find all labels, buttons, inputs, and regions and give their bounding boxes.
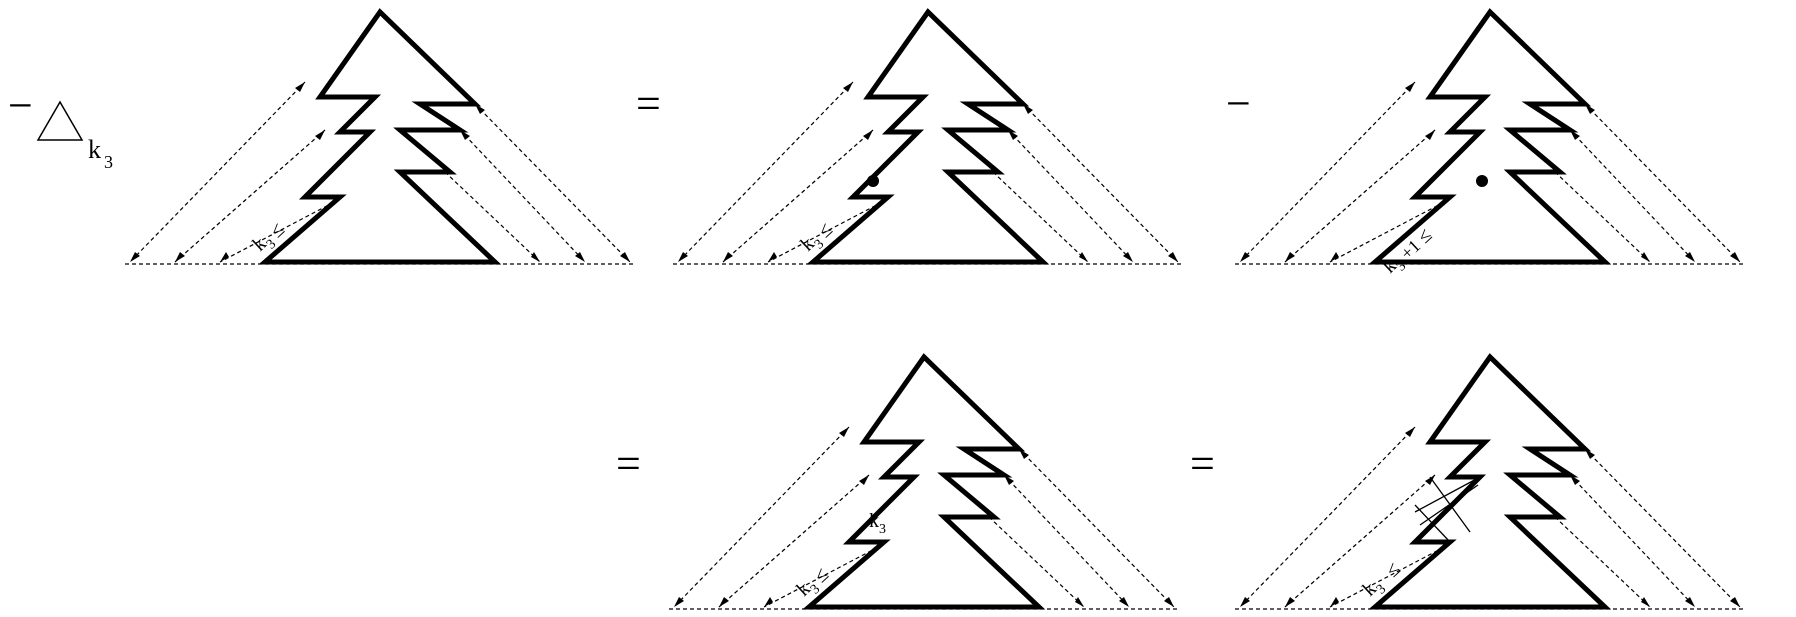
k-label: k [869,510,879,532]
tree-panel-top-right: k 3 +1 ≤ [1234,12,1746,278]
tree-panel-bottom-right: k 3 ≤ [1234,357,1746,610]
laplacian-subscript: k [88,135,101,164]
tree-panel-bottom-middle: k 3 k 3 ≤ [668,357,1180,610]
k-index: 3 [879,522,886,537]
minus-sign-1: − [1226,79,1251,128]
triangle-icon [36,100,84,141]
lhs-laplacian-operator: − k 3 [8,81,113,172]
dot-marker [867,175,879,187]
crossed-rung-marker [1414,476,1481,543]
panel1-label: k 3 ≤ [248,219,289,256]
tree-panel-top-middle: k 3 ≤ [672,12,1184,265]
equals-sign-2: = [616,439,641,488]
lhs-minus-sign: − [8,81,33,130]
panel2-label: k 3 ≤ [796,219,837,256]
panel4-label: k 3 ≤ [792,564,833,601]
equals-sign-3: = [1190,439,1215,488]
rung-k3-label: k 3 [869,510,886,537]
equals-sign-1: = [636,79,661,128]
tree-panel-top-left: k 3 ≤ [124,12,636,265]
laplacian-subscript-index: 3 [104,152,113,172]
dot-marker [1476,175,1488,187]
panel5-label: k 3 ≤ [1358,558,1404,601]
